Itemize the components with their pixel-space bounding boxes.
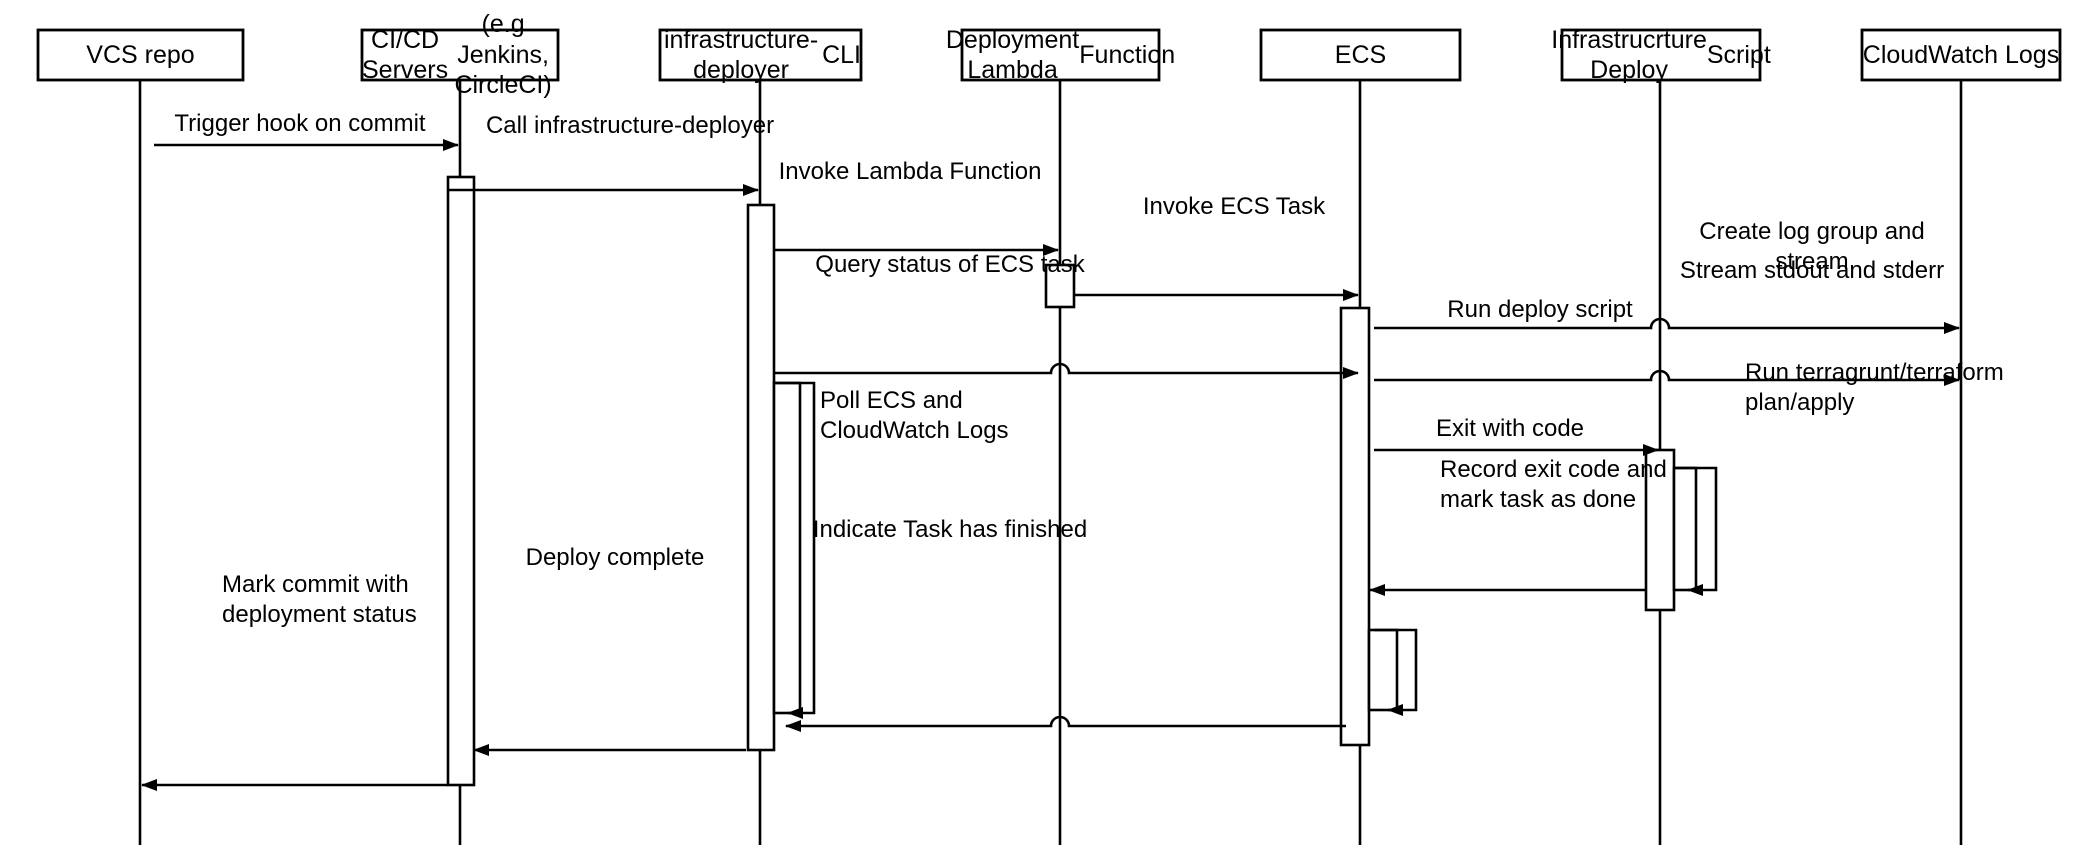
- message-m13: [785, 715, 1346, 732]
- activation-bars-group: [446, 175, 1698, 787]
- message-m7-label: Stream stdout and stderr: [1679, 257, 1945, 284]
- message-m9: [1674, 466, 1718, 596]
- lifelines-group: [138, 80, 1963, 845]
- message-m2-label: Call infrastructure-deployer: [485, 112, 775, 139]
- message-arrows-group: [141, 139, 1960, 791]
- message-m11-label: Exit with code: [1435, 415, 1585, 442]
- message-m4-label: Invoke ECS Task: [1142, 193, 1326, 220]
- message-m5-label: Create log group and stream: [1699, 218, 1925, 275]
- message-m8-label: Run deploy script: [1447, 296, 1633, 323]
- participant-box-vcs[interactable]: [36, 28, 245, 82]
- message-m10-label: Poll ECS and CloudWatch Logs: [820, 387, 1009, 444]
- message-m3-label: Invoke Lambda Function: [778, 158, 1042, 185]
- activation-bar-ecs-7: [1367, 628, 1399, 712]
- activation-bar-lambda-2: [1044, 263, 1076, 309]
- message-m5: [1374, 317, 1960, 334]
- participant-box-logs[interactable]: [1860, 28, 2062, 82]
- message-m7: [1374, 369, 1960, 386]
- message-m12: [1374, 628, 1418, 716]
- message-m15-label: Mark commit with deployment status: [222, 571, 417, 628]
- participant-box-cli[interactable]: [658, 28, 863, 82]
- participant-box-lambda[interactable]: [960, 28, 1161, 82]
- participant-box-ecs[interactable]: [1259, 28, 1462, 82]
- message-m1-label: Trigger hook on commit: [174, 110, 426, 137]
- activation-bar-ecs-3: [1339, 306, 1371, 747]
- participant-box-deploy[interactable]: [1560, 28, 1762, 82]
- activation-bar-deploy-5: [1672, 466, 1698, 592]
- activation-bar-cicd-0: [446, 175, 476, 787]
- activation-bar-cli-6: [772, 381, 802, 715]
- participant-box-cicd[interactable]: [360, 28, 560, 82]
- participant-boxes-group: [36, 28, 2062, 82]
- activation-bar-cli-1: [746, 203, 776, 752]
- message-m6: [774, 362, 1359, 379]
- message-m10: [774, 381, 816, 719]
- message-m12-label: Record exit code and mark task as done: [1440, 456, 1667, 513]
- message-m13-label: Indicate Task has finished: [812, 516, 1088, 543]
- message-m14-label: Deploy complete: [525, 544, 705, 571]
- message-m6-label: Query status of ECS task: [815, 251, 1085, 278]
- message-m9-label: Run terragrunt/terraform plan/apply: [1745, 359, 2004, 416]
